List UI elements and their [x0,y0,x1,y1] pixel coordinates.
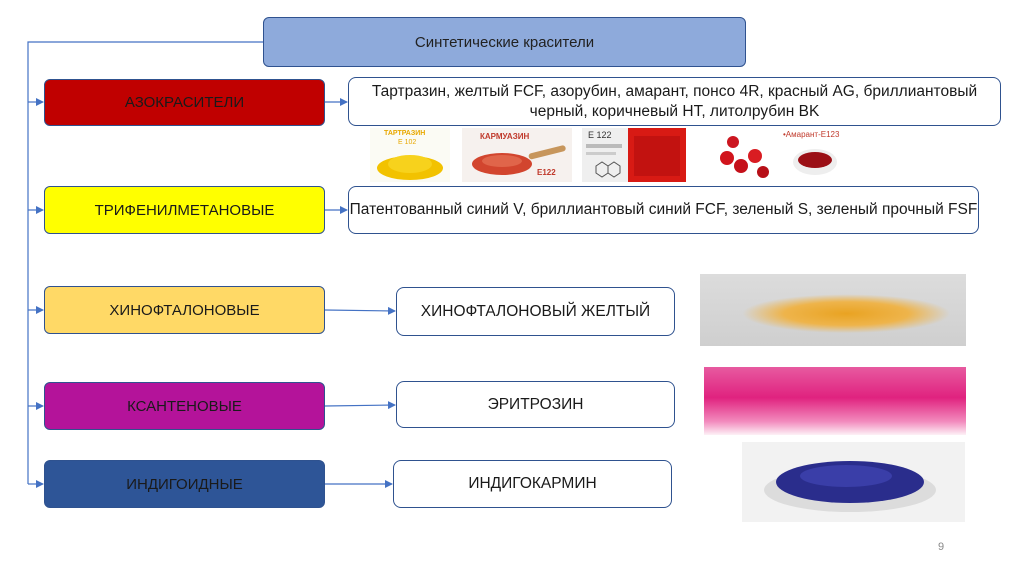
examples-xanthene: ЭРИТРОЗИН [396,381,675,428]
yellow-powder-photo [700,274,966,346]
page-number: 9 [938,541,945,553]
tartrazine-label: ТАРТРАЗИН [384,130,426,137]
yellow-powder-icon [377,155,443,180]
link-arrow-4 [324,401,396,410]
pink-powder-photo [704,367,966,435]
tartrazine-code: Е 102 [398,139,417,146]
tartrazine-image: ТАРТРАЗИН Е 102 [370,128,450,182]
carmoisine-code: Е122 [537,168,556,177]
category-quinophthalone: ХИНОФТАЛОНОВЫЕ [44,286,325,334]
e122-image: E 122 [582,128,686,182]
amaranth-image: •Амарант-Е123 [713,128,843,182]
category-xanthene: КСАНТЕНОВЫЕ [44,382,325,430]
carmoisine-label: КАРМУАЗИН [480,132,530,141]
examples-triphenylmethane: Патентованный синий V, бриллиантовый син… [348,186,979,234]
examples-indigoid: ИНДИГОКАРМИН [393,460,672,508]
link-arrow-3 [324,306,396,315]
red-powder-scoop-icon [472,145,566,175]
blue-powder-photo [742,442,965,522]
carmoisine-image: КАРМУАЗИН Е122 [462,128,572,182]
category-indigoid: ИНДИГОИДНЫЕ [44,460,325,508]
examples-quinophthalone: ХИНОФТАЛОНОВЫЙ ЖЕЛТЫЙ [396,287,675,336]
diagram-title: Синтетические красители [263,17,746,67]
trunk-line [27,41,263,484]
cherries-icon [720,136,837,178]
category-azo: АЗОКРАСИТЕЛИ [44,79,325,126]
category-triphenylmethane: ТРИФЕНИЛМЕТАНОВЫЕ [44,186,325,234]
e122-structure-icon [586,128,686,182]
e122-label: E 122 [588,130,612,140]
examples-azo: Тартразин, желтый FCF, азорубин, амарант… [348,77,1001,126]
amaranth-label: •Амарант-Е123 [783,130,840,139]
blue-powder-bowl-icon [764,461,936,512]
